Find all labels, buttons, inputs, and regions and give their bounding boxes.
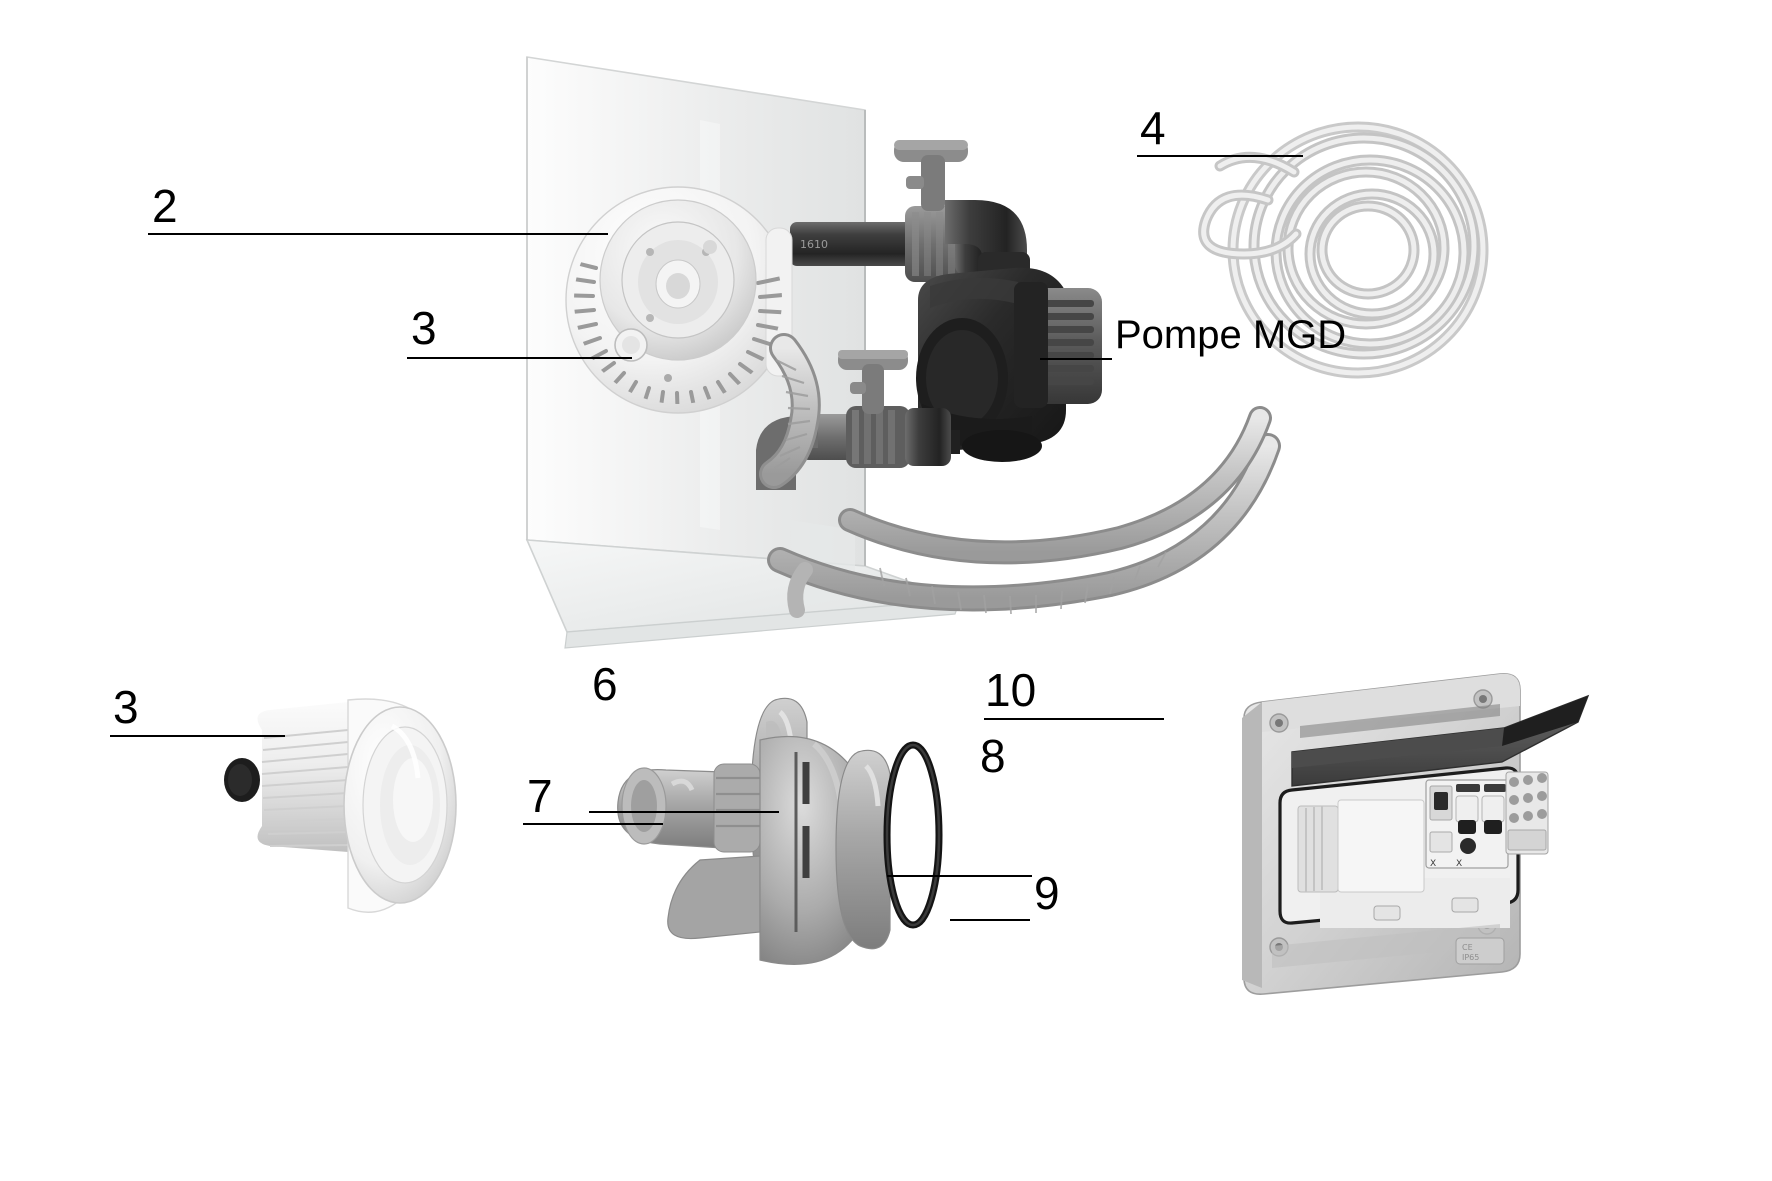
svg-text:X: X: [1456, 859, 1462, 869]
leader-line-8: [887, 875, 1032, 877]
leader-line-pompe-mgd: [1040, 358, 1112, 360]
callout-label-4: 4: [1140, 102, 1166, 154]
callout-label-pompe-mgd: Pompe MGD: [1115, 313, 1347, 357]
breaker-block: X X: [1425, 771, 1549, 869]
smoked-cover: [1291, 694, 1590, 787]
svg-text:CE: CE: [1462, 943, 1473, 952]
ball-valve-handle-lower: [838, 350, 908, 414]
clear-air-tubing-coil: [1198, 121, 1489, 379]
air-button-part: [224, 698, 457, 913]
flexible-hoses: [767, 406, 1281, 618]
jet-body-nozzle: [617, 763, 761, 940]
air-button-on-faceplate: [614, 328, 648, 362]
leader-line-3-top: [407, 357, 632, 359]
leader-line-3-bottom: [110, 735, 285, 737]
callout-label-3-top: 3: [411, 302, 437, 354]
callout-label-10: 10: [985, 664, 1037, 716]
callout-label-3-bottom: 3: [113, 681, 139, 733]
callout-label-7: 7: [527, 770, 553, 822]
leader-line-9: [950, 919, 1030, 921]
ball-valve-handle-upper: [894, 140, 968, 211]
flexible-hose-jet: [759, 333, 821, 489]
pump-motor: [916, 267, 1102, 462]
leader-line-4: [1137, 155, 1303, 157]
wall-jet-faceplate: [565, 186, 793, 414]
jet-kit-parts: [617, 697, 943, 965]
svg-text:X: X: [1430, 859, 1436, 869]
jet-eyeball-insert: [759, 735, 891, 965]
leader-line-6: [589, 811, 779, 813]
callout-label-2: 2: [152, 180, 178, 232]
svg-text:IP65: IP65: [1462, 953, 1479, 962]
callout-label-8: 8: [980, 730, 1006, 782]
o-ring-seal: [883, 741, 943, 929]
leader-line-10: [984, 718, 1164, 720]
svg-text:1610: 1610: [800, 238, 828, 251]
callout-label-9: 9: [1034, 867, 1060, 919]
callout-label-6: 6: [592, 658, 618, 710]
leader-line-2: [148, 233, 608, 235]
leader-line-7: [523, 823, 663, 825]
motor-fins: [1034, 300, 1094, 385]
electrical-control-box: X X CE IP65: [1242, 673, 1590, 995]
